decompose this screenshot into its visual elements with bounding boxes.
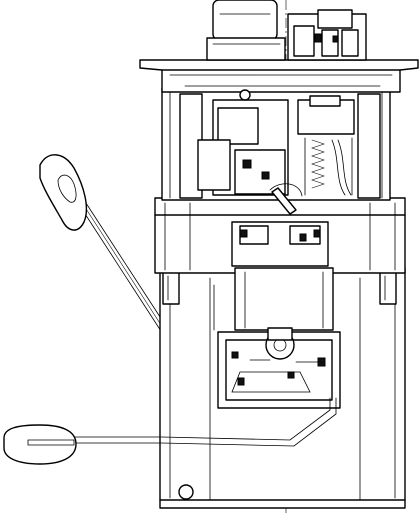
- pump-motor: [213, 267, 334, 331]
- wire-harness: [297, 95, 355, 196]
- pump-electronics: [197, 89, 303, 215]
- level-sender: [217, 327, 341, 409]
- upper-float: [39, 154, 88, 231]
- lower-float-arm: [59, 397, 337, 447]
- mounting-flange: [139, 59, 419, 93]
- collar-cutout: [231, 221, 329, 267]
- lower-float: [3, 424, 77, 465]
- electrical-connector: [287, 9, 367, 61]
- outlet-fitting: [206, 0, 286, 61]
